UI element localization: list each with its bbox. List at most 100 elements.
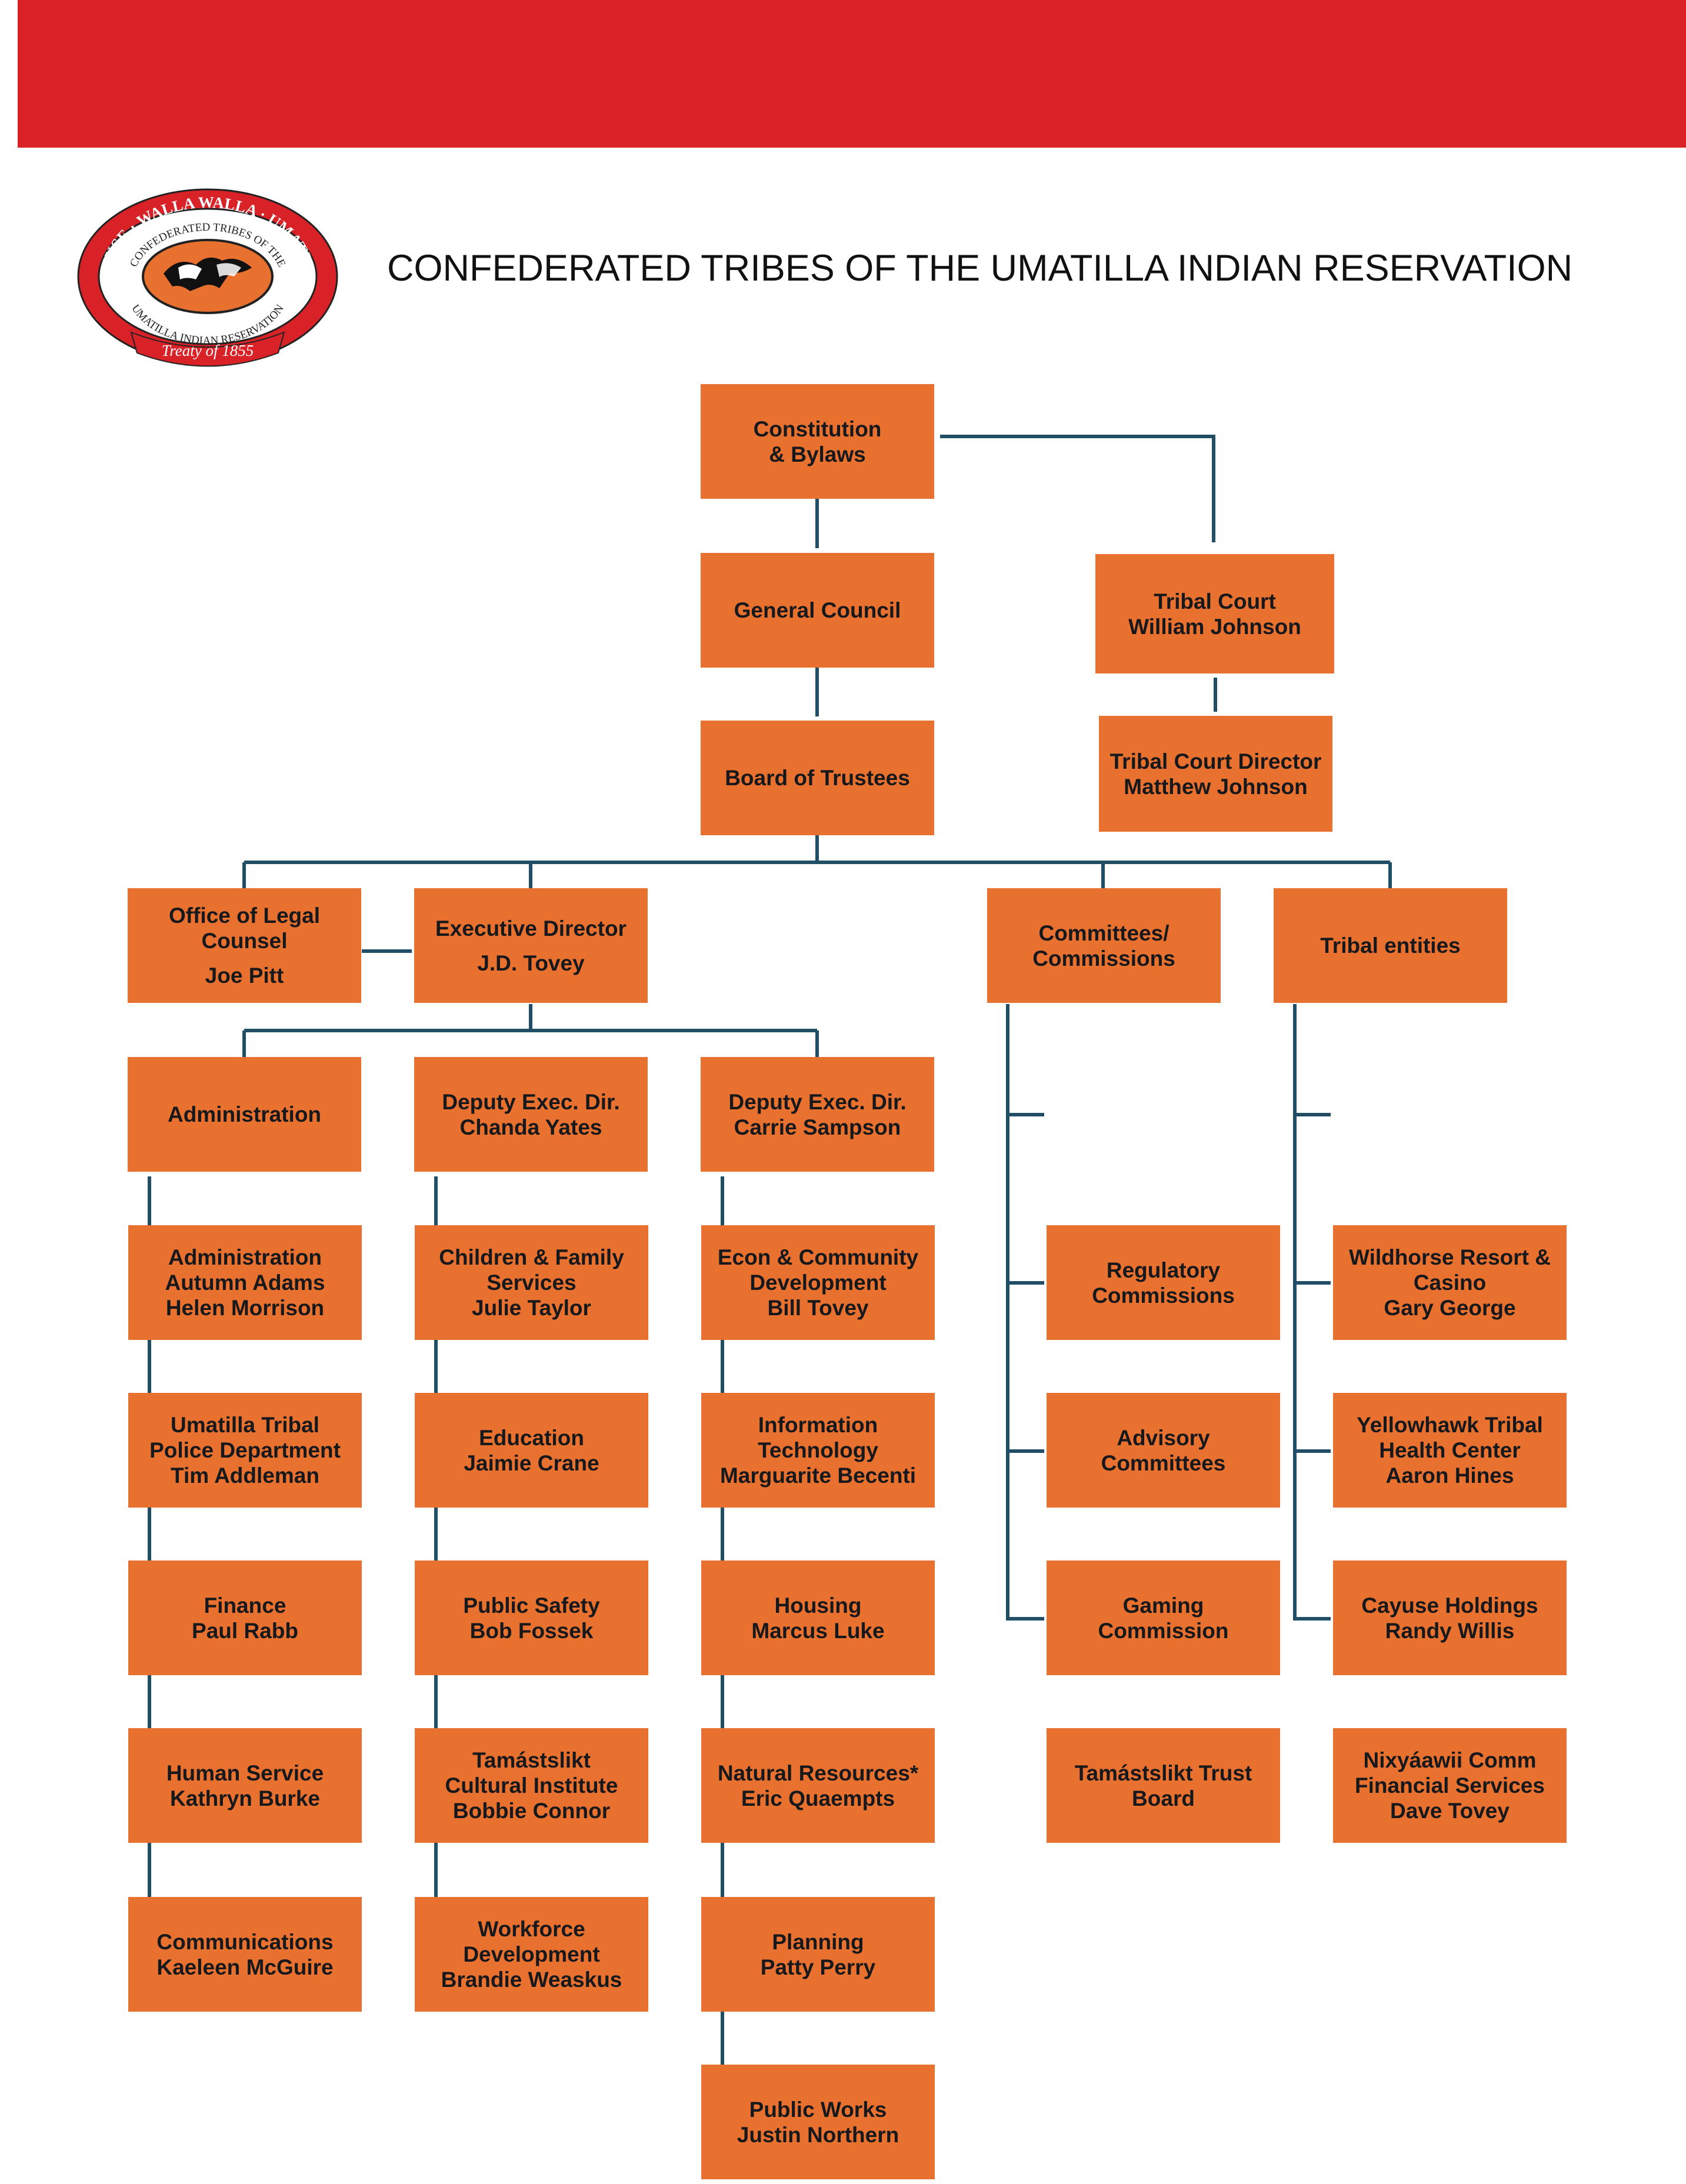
tribal-entities-box: Tribal entities [1274,888,1507,1003]
seal-ribbon-text: Treaty of 1855 [162,342,254,359]
header-banner [18,0,1686,148]
board-of-trustees-box: Board of Trustees [701,721,934,835]
box-text-line: Services [487,1271,577,1295]
box-text-line: Deputy Exec. Dir. [728,1089,907,1114]
box-text-line: Kaeleen McGuire [156,1955,334,1979]
box-text-line: Police Department [149,1438,341,1462]
box-text-line: Marguarite Becenti [719,1463,917,1488]
box-text-line: Children & Family [439,1245,624,1269]
box-text-line: Joe Pitt [205,963,284,988]
box-text-line: Yellowhawk Tribal [1357,1413,1543,1437]
box-text-line: Board of Trustees [725,766,910,790]
sampson-dept-box: Natural Resources*Eric Quaempts [701,1728,935,1843]
constitution-bylaws-box: Constitution& Bylaws [701,384,934,499]
box-text-line: Development [463,1942,600,1966]
box-text-line: Human Service [166,1760,324,1785]
box-text-line: Public Safety [463,1593,600,1618]
box-text-line: Financial Services [1355,1773,1545,1798]
box-text-line: Commissions [1032,946,1175,971]
box-text-line: Workforce [478,1917,585,1941]
deputy-director-yates-box: Deputy Exec. Dir.Chanda Yates [414,1057,648,1172]
box-text-line: Commissions [1092,1283,1235,1308]
box-text-line: Constitution [753,416,882,441]
box-text-line: General Council [734,598,901,622]
box-text-line: Marcus Luke [751,1618,885,1643]
box-text-line: Brandie Weaskus [441,1968,622,1992]
box-text-line: Committees [1101,1451,1226,1475]
box-text-line: Kathryn Burke [170,1786,320,1810]
box-text-line: Gaming [1122,1593,1204,1618]
box-text-line: Jaimie Crane [464,1451,599,1475]
box-text-line: Deputy Exec. Dir. [442,1089,620,1114]
box-text-line: William Johnson [1128,614,1301,639]
box-text-line: Aaron Hines [1385,1463,1514,1488]
box-text-line: Cultural Institute [445,1773,618,1798]
box-text-line: Matthew Johnson [1124,774,1308,799]
page-title: CONFEDERATED TRIBES OF THE UMATILLA INDI… [387,248,1573,289]
box-text-line: Administration [167,1102,322,1126]
box-text-line: Finance [204,1593,286,1618]
box-text-line: Bob Fossek [469,1618,594,1643]
box-text-line: Health Center [1379,1438,1521,1462]
box-text-line: Econ & Community [717,1245,919,1269]
box-text-line: Chanda Yates [459,1115,602,1139]
committees-commissions-box: Committees/Commissions [987,888,1221,1003]
box-text-line: Tamástslikt [472,1748,591,1772]
general-council-box: General Council [701,553,934,668]
box-text-line: Eric Quaempts [741,1786,895,1810]
box-text-line: J.D. Tovey [477,951,585,975]
tribal-seal-logo: CAYUSE · WALLA WALLA · UMATILLA CONFEDER… [75,185,338,367]
box-text-line: Tamástslikt Trust [1074,1760,1252,1785]
box-text-line: Umatilla Tribal [171,1413,319,1437]
box-text-line: Tribal entities [1320,933,1461,958]
box-text-line: Carrie Sampson [734,1115,901,1139]
box-text-line: Public Works [749,2097,887,2122]
box-text-line: Casino [1413,1271,1487,1295]
box-text-line: Board [1132,1786,1195,1810]
box-text-line: Helen Morrison [165,1296,325,1320]
box-text-line: Housing [774,1593,862,1618]
box-text-line: Julie Taylor [472,1296,591,1320]
box-text-line: Cayuse Holdings [1361,1593,1538,1618]
box-text-line: Autumn Adams [165,1271,325,1295]
box-text-line: Randy Willis [1385,1618,1515,1643]
box-text-line: Regulatory [1106,1258,1221,1282]
box-text-line: Bobbie Connor [452,1799,611,1823]
box-text-line: Development [749,1271,887,1295]
box-text-line: Tim Addleman [171,1463,319,1488]
box-text-line: Education [479,1425,584,1450]
box-text-line: Paul Rabb [192,1618,298,1643]
box-text-line: Information [758,1413,878,1437]
box-text-line: Patty Perry [760,1955,876,1979]
box-text-line: Natural Resources* [717,1760,919,1785]
box-text-line: Technology [758,1438,878,1462]
box-text-line: Commission [1098,1618,1229,1643]
box-text-line: Administration [168,1245,322,1269]
box-text-line: Tribal Court Director [1109,749,1322,773]
box-text-line: & Bylaws [769,442,866,466]
